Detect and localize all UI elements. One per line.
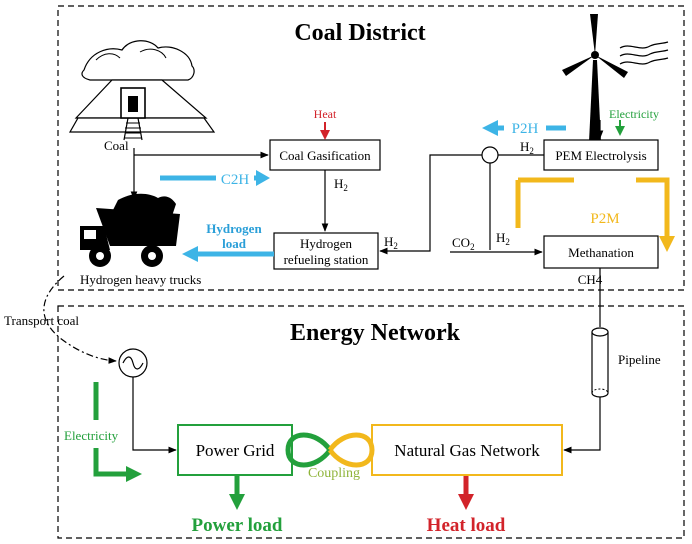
h2-label-methanation: H2 bbox=[496, 230, 510, 247]
junction-to-refueling-line bbox=[379, 154, 482, 255]
generator-icon bbox=[118, 348, 148, 378]
power-grid-label: Power Grid bbox=[196, 441, 275, 460]
hydrogen-load-label-2: load bbox=[222, 236, 247, 251]
generator-to-grid-line bbox=[132, 377, 177, 454]
hydrogen-junction bbox=[481, 146, 499, 164]
c2h-arrow bbox=[160, 170, 270, 186]
power-load-arrow bbox=[229, 475, 245, 510]
co2-label: CO2 bbox=[452, 235, 475, 252]
dump-truck-icon bbox=[80, 193, 180, 267]
transport-coal-label: Transport coal bbox=[4, 313, 79, 328]
coal-gasification-label: Coal Gasification bbox=[279, 148, 371, 163]
coupling-icon bbox=[285, 432, 375, 468]
hydrogen-refueling-label-2: refueling station bbox=[284, 252, 369, 267]
wind-turbine-icon bbox=[562, 14, 669, 142]
natural-gas-network-label: Natural Gas Network bbox=[394, 441, 540, 460]
heat-load-label: Heat load bbox=[427, 515, 506, 536]
h2-label-gasification: H2 bbox=[334, 176, 348, 193]
coal-gasification-box bbox=[269, 139, 381, 171]
h2-label-pem: H2 bbox=[520, 139, 534, 156]
coal-label: Coal bbox=[104, 138, 129, 153]
hydrogen-refueling-box bbox=[273, 232, 379, 270]
hydrogen-load-arrow bbox=[182, 246, 274, 262]
energy-network-title: Energy Network bbox=[290, 320, 461, 346]
energy-network-region bbox=[57, 305, 685, 539]
hydrogen-trucks-label: Hydrogen heavy trucks bbox=[80, 272, 201, 287]
pem-electrolysis-label: PEM Electrolysis bbox=[555, 148, 646, 163]
power-load-label: Power load bbox=[192, 515, 283, 536]
coal-district-title: Coal District bbox=[294, 20, 425, 46]
h2-label-refueling: H2 bbox=[384, 234, 398, 251]
p2m-arrow bbox=[515, 177, 675, 252]
natural-gas-network-box bbox=[371, 424, 563, 476]
coal-mine-icon bbox=[68, 40, 216, 141]
electricity-left-arrow bbox=[93, 382, 142, 482]
p2h-arrow bbox=[482, 120, 566, 136]
pipeline-to-gas-network-line bbox=[563, 397, 601, 454]
transport-coal-line bbox=[43, 275, 117, 364]
ch4-label: CH4 bbox=[578, 272, 603, 287]
methanation-box bbox=[543, 235, 659, 269]
coal-district-region bbox=[57, 5, 685, 291]
power-grid-box bbox=[177, 424, 293, 476]
pipeline-icon bbox=[591, 268, 609, 398]
electricity-top-arrow bbox=[615, 120, 625, 136]
pipeline-label: Pipeline bbox=[618, 352, 661, 367]
methanation-label: Methanation bbox=[568, 245, 634, 260]
heat-load-arrow bbox=[458, 475, 474, 510]
c2h-label: C2H bbox=[221, 172, 250, 188]
heat-arrow bbox=[320, 122, 330, 140]
hydrogen-load-label-1: Hydrogen bbox=[206, 221, 262, 236]
heat-label: Heat bbox=[314, 107, 337, 121]
p2h-label: P2H bbox=[512, 121, 539, 137]
electricity-top-label: Electricity bbox=[609, 107, 659, 121]
hydrogen-refueling-label-1: Hydrogen bbox=[300, 236, 352, 251]
p2m-label: P2M bbox=[590, 211, 619, 227]
coupling-label: Coupling bbox=[308, 466, 360, 481]
electricity-left-label: Electricity bbox=[64, 428, 119, 443]
